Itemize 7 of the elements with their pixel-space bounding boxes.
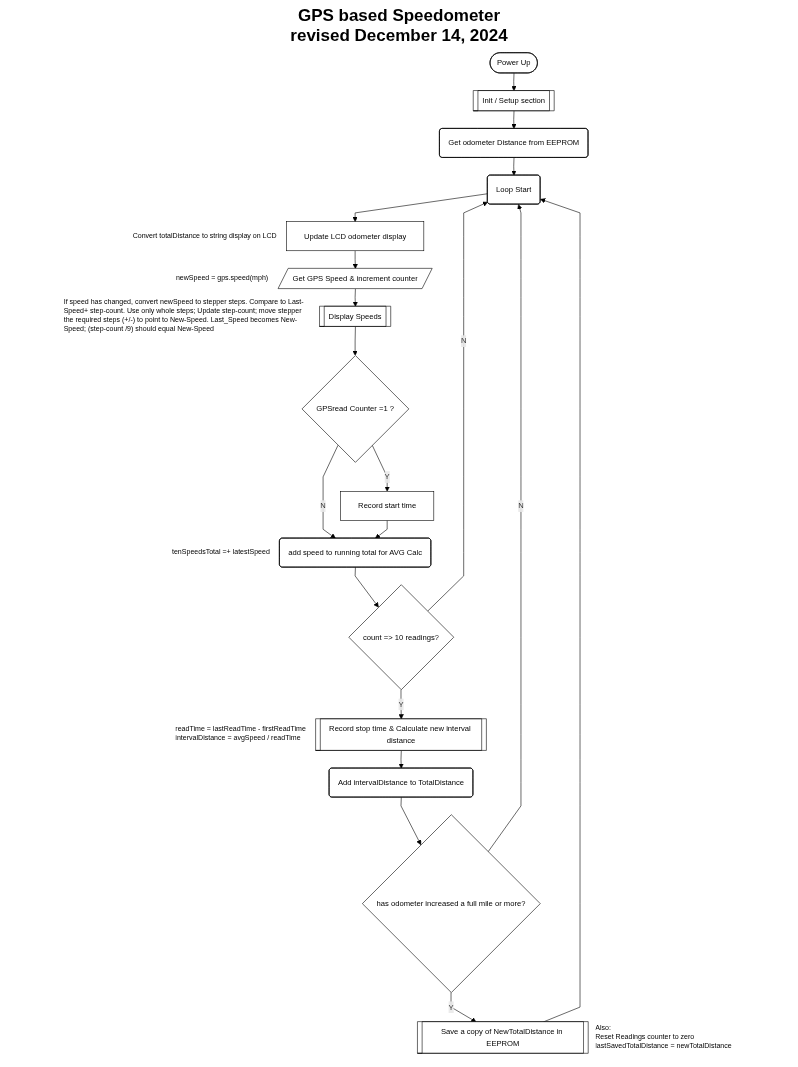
node-diamond xyxy=(362,814,541,993)
subtitle-text: revised December 14, 2024 xyxy=(289,26,509,46)
node-box xyxy=(286,221,425,252)
node-box xyxy=(340,491,435,521)
node-diamond xyxy=(301,355,410,463)
node-diamond xyxy=(348,584,455,690)
diagram-title: GPS based Speedometer xyxy=(296,6,502,26)
